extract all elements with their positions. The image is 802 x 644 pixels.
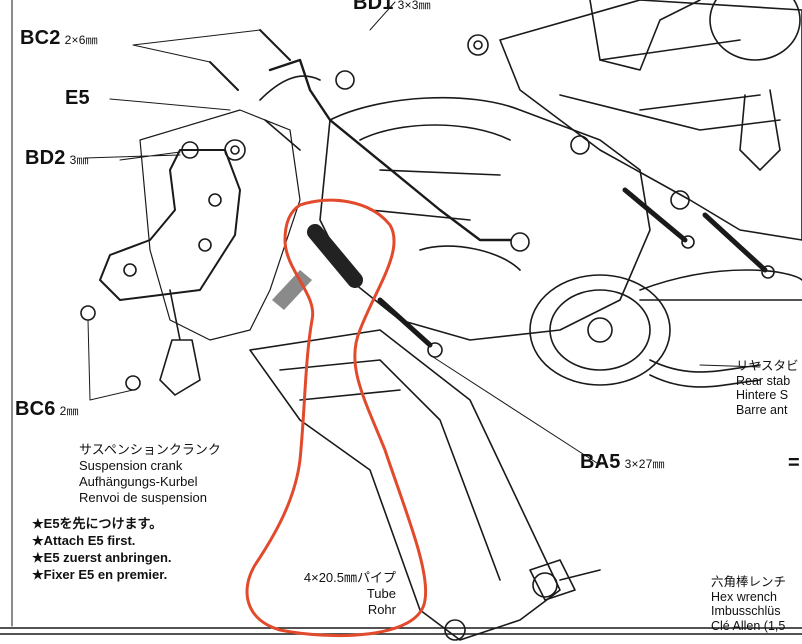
bd1-size: 3×3㎜: [397, 0, 431, 12]
gearbox-detail: [359, 124, 521, 271]
section-mark: =: [788, 452, 800, 474]
hex-en: Hex wrench: [711, 589, 777, 604]
stabilizer-fr: Barre ant: [736, 402, 788, 417]
ba5-code: BA5: [580, 451, 621, 473]
note-en: ★Attach E5 first.: [32, 533, 136, 548]
pipe-de: Rohr: [367, 602, 396, 617]
bc2-size: 2×6㎜: [64, 33, 98, 47]
crank-label-en: Suspension crank: [79, 458, 183, 473]
pipe-size: 4×20.5㎜パイプ: [303, 570, 396, 585]
e5-code: E5: [65, 87, 90, 109]
e5-callout: E5: [65, 87, 90, 110]
red-annotation-loop: [245, 198, 428, 638]
arm-pivot: [444, 619, 466, 641]
long-screw-2: [702, 212, 768, 273]
stabilizer-jp: リヤスタビ: [736, 359, 799, 373]
bd1-nut: [335, 70, 355, 90]
motor-can: [529, 274, 671, 386]
shock-tower: [589, 0, 701, 71]
bd1-code: BD1: [353, 0, 394, 14]
leader-lines: [84, 1, 761, 466]
suspension-crank: [99, 149, 241, 301]
tube-part: [307, 224, 363, 288]
ball-link: [159, 289, 201, 396]
bc6-size: 2㎜: [59, 404, 79, 418]
crank-label-fr: Renvoi de suspension: [79, 490, 207, 505]
washer-top: [467, 34, 489, 56]
pipe-en: Tube: [366, 586, 396, 601]
crank-label-de: Aufhängungs-Kurbel: [79, 474, 198, 489]
note-fr: ★Fixer E5 en premier.: [32, 567, 168, 582]
chassis-plate: [499, 0, 802, 241]
note-jp: ★E5を先につけます。: [32, 516, 163, 531]
bc6-code: BC6: [15, 398, 56, 420]
hex-wrench-label: 六角棒レンチ Hex wrench Imbusschlüs Clé Allen …: [711, 575, 786, 633]
crank-label: サスペンションクランク Suspension crank Aufhängungs…: [79, 442, 221, 506]
bd2-code: BD2: [25, 147, 66, 169]
insert-arrow: [272, 270, 312, 310]
stabilizer-label: リヤスタビ Rear stab Hintere S Barre ant: [736, 359, 799, 417]
hex-jp: 六角棒レンチ: [711, 575, 787, 589]
rear-housing: [139, 109, 301, 341]
gearbox-housing: [319, 96, 651, 341]
stabilizer-en: Rear stab: [736, 373, 791, 388]
assembly-note: ★E5を先につけます。 ★Attach E5 first. ★E5 zuerst…: [32, 515, 172, 583]
shock-body: [709, 0, 801, 61]
stabilizer-rod: [268, 58, 512, 242]
hex-de: Imbusschlüs: [711, 604, 781, 618]
bc2-code: BC2: [20, 27, 61, 49]
bc6-ring-1: [80, 305, 96, 321]
crank-label-jp: サスペンションクランク: [79, 442, 221, 457]
ba5-size: 3×27㎜: [624, 457, 665, 471]
axle-pin: [529, 559, 601, 601]
bc2-screw-2: [209, 61, 239, 91]
hex-fr: Clé Allen (1,5: [711, 618, 786, 633]
bc6-ring-2: [125, 375, 141, 391]
stabilizer-de: Hintere S: [736, 388, 789, 402]
note-de: ★E5 zuerst anbringen.: [32, 550, 172, 565]
page-rule: [0, 627, 802, 635]
suspension-arm: [249, 329, 561, 641]
bc2-screw-1: [259, 29, 291, 61]
long-screw-1: [622, 187, 688, 243]
bd2-size: 3㎜: [69, 153, 89, 167]
pipe-label: 4×20.5㎜パイプ Tube Rohr: [276, 570, 396, 618]
ba5-screw: [377, 297, 433, 348]
bd2-nut: [224, 139, 246, 161]
